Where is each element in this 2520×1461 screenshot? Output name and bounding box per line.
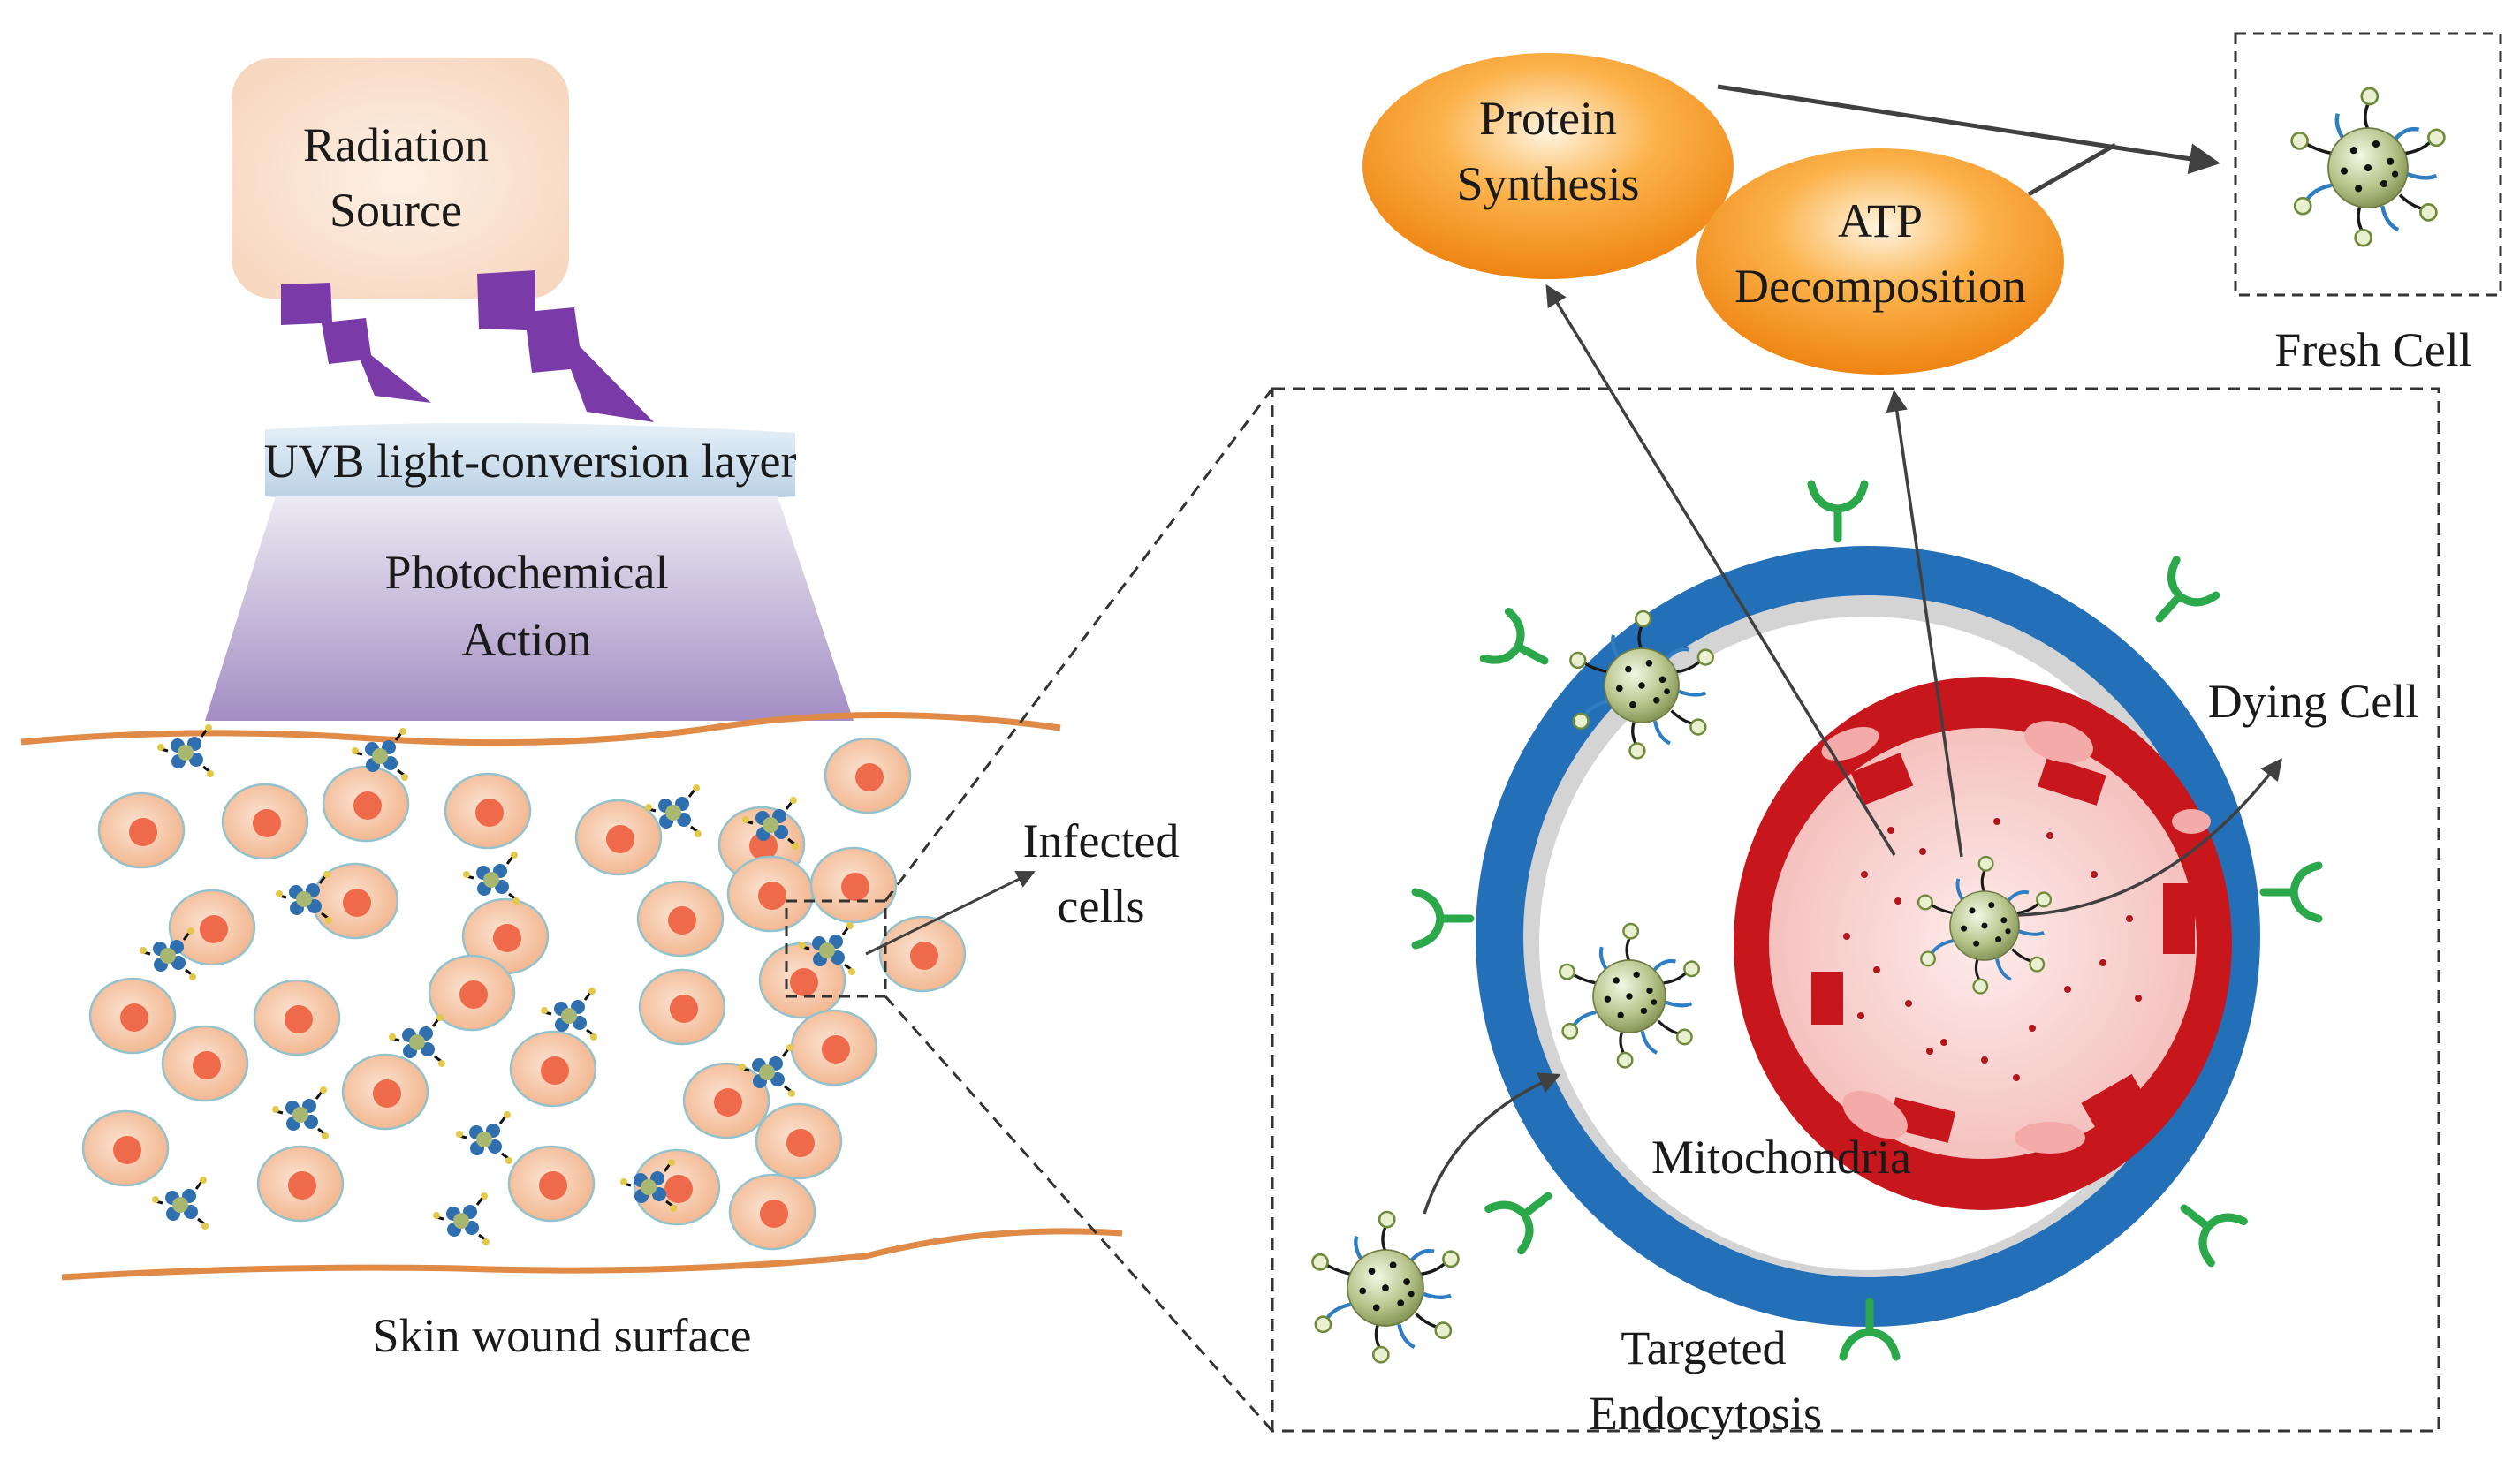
protein-synthesis-node: Protein Synthesis <box>1362 53 1734 279</box>
mitochondria-label: Mitochondria <box>1651 1131 1911 1184</box>
uvb-layer: UVB light-conversion layer <box>264 422 797 504</box>
zoom-line-bottom <box>884 995 1274 1432</box>
atp-label-2: Decomposition <box>1734 260 2026 313</box>
dying-cell-label: Dying Cell <box>2208 675 2419 728</box>
skin-wound-region <box>20 712 1123 1281</box>
targeted-label-2: Endocytosis <box>1589 1387 1822 1440</box>
targeted-label-1: Targeted <box>1621 1321 1786 1374</box>
photochemical-label-2: Action <box>462 613 592 666</box>
fresh-cell-arrows <box>1717 84 2220 197</box>
protein-label-1: Protein <box>1479 92 1617 145</box>
mitochondria <box>1734 677 2232 1210</box>
photochemical-action-trapezoid: Photochemical Action <box>205 496 854 721</box>
lightning-bolt-icon <box>281 270 654 422</box>
skin-cell-group <box>81 737 967 1251</box>
infected-cells-label-2: cells <box>1058 880 1145 933</box>
fresh-cell-label: Fresh Cell <box>2274 323 2472 376</box>
pathway-arrows <box>1423 284 2282 1215</box>
fresh-cell-box <box>2234 32 2502 297</box>
protein-label-2: Synthesis <box>1456 157 1639 210</box>
infected-cells-arrow <box>865 870 1036 956</box>
radiation-source-box: Radiation Source <box>232 58 569 299</box>
atp-decomposition-node: ATP Decomposition <box>1696 148 2064 375</box>
skin-wound-label: Skin wound surface <box>373 1309 752 1362</box>
infected-cells-label-1: Infected <box>1023 814 1180 867</box>
fresh-cell-icon <box>2292 88 2445 246</box>
radiation-source-label-2: Source <box>330 184 462 237</box>
zoom-panel <box>1271 387 2440 1433</box>
photochemical-label-1: Photochemical <box>385 546 669 599</box>
atp-label-1: ATP <box>1838 194 1923 247</box>
infected-cells-selection <box>785 899 887 998</box>
incoming-nanoparticle-icon <box>1312 1212 1458 1362</box>
uvb-layer-label: UVB light-conversion layer <box>264 435 797 488</box>
zoom-line-top <box>884 388 1274 902</box>
mito-dots <box>1843 818 2142 1081</box>
radiation-source-label-1: Radiation <box>303 118 489 171</box>
